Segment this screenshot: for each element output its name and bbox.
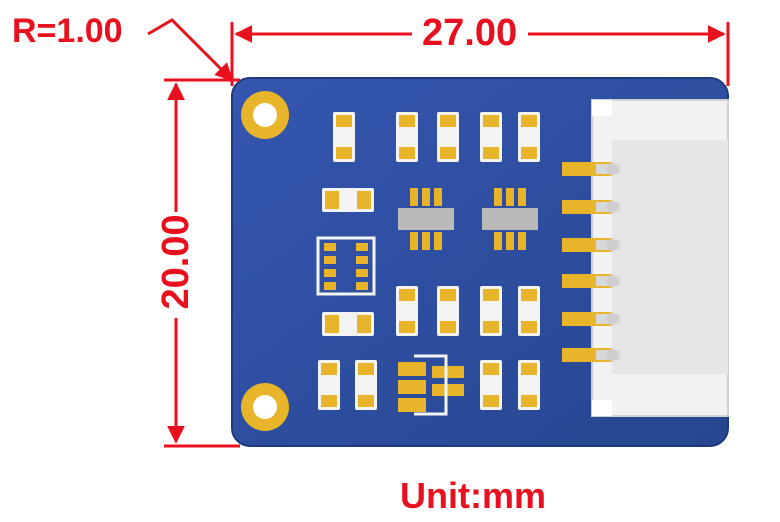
- radius-label: R=1.00: [12, 12, 123, 50]
- voltage-regulator: [398, 354, 464, 416]
- smd-component-row-middle: [396, 286, 540, 336]
- smd-component-row-bottom: [318, 360, 540, 410]
- smd-component-row-top: [333, 112, 540, 162]
- radius-leader-line: [147, 18, 234, 82]
- pin-header-connector: [591, 99, 729, 417]
- connector-pins: [562, 162, 620, 362]
- smd-resistor-left-top: [322, 188, 374, 212]
- smd-resistor-left-bottom: [322, 312, 374, 336]
- unit-label: Unit:mm: [400, 475, 546, 516]
- width-label: 27.00: [422, 12, 518, 54]
- mounting-hole-bottom: [241, 383, 289, 431]
- ic-chip-right: [482, 188, 538, 250]
- ic-chip-left: [398, 188, 454, 250]
- mounting-hole-top: [241, 91, 289, 139]
- ic-footprint-left: [316, 236, 376, 296]
- height-label: 20.00: [155, 214, 197, 310]
